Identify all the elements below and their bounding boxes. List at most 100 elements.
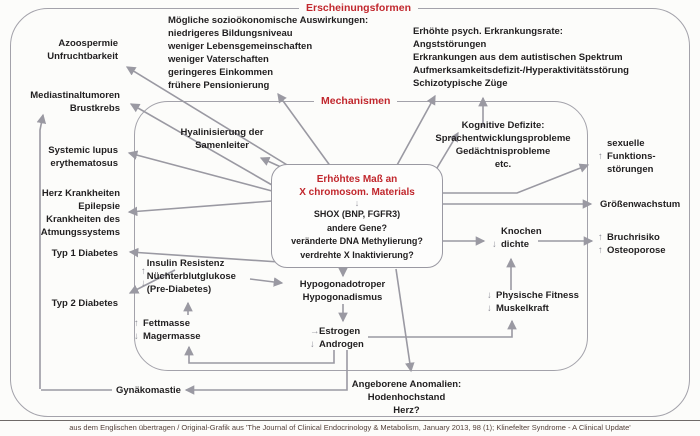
label-sexuelle-stoerungen: sexuelle ↑ Funktions- störungen bbox=[598, 137, 656, 176]
arrow-to-typ2-diabetes bbox=[128, 269, 176, 294]
arrow-insulin-to-hypogonadismus bbox=[249, 277, 284, 287]
label-line: Typ 2 Diabetes bbox=[51, 298, 118, 309]
label-line: Aufmerksamkeitsdefizit-/Hyperaktivitätss… bbox=[413, 65, 629, 76]
label-line: Hyalinisierung der bbox=[180, 127, 264, 138]
down-arrow-icon: ↓ bbox=[487, 290, 492, 301]
central-line-inaktivierung: verdrehte X Inaktivierung? bbox=[300, 249, 414, 260]
label-typ1-diabetes: Typ 1 Diabetes bbox=[26, 247, 118, 260]
label-line: Kognitive Defizite: bbox=[461, 120, 545, 131]
right-arrow-icon: → bbox=[310, 326, 320, 337]
arrow-estrogen-to-fettmasse bbox=[184, 345, 335, 364]
label-line: Hypogonadotroper bbox=[299, 279, 386, 290]
label-insulin-resistenz: ↑ ↓ Insulin Resistenz Nüchterblutglukose… bbox=[141, 257, 236, 296]
label-line: Herz? bbox=[393, 405, 420, 416]
label-line: weniger Vaterschaften bbox=[168, 54, 269, 65]
section-label-mechanismen: Mechanismen bbox=[314, 95, 398, 107]
up-arrow-icon: ↑ bbox=[598, 151, 603, 162]
label-line: Magermasse bbox=[143, 331, 201, 342]
label-mediastinaltumoren: Mediastinaltumoren Brustkrebs bbox=[16, 89, 120, 115]
central-title-line2: X chromosom. Materials bbox=[299, 186, 415, 198]
label-kognitive-defizite: Kognitive Defizite: Sprachentwicklungspr… bbox=[433, 119, 573, 171]
label-line: Osteoporose bbox=[607, 245, 666, 256]
label-line: Erkrankungen aus dem autistischen Spektr… bbox=[413, 52, 623, 63]
label-line: Herz Krankheiten bbox=[41, 188, 120, 199]
label-line: Erhöhte psych. Erkrankungsrate: bbox=[413, 26, 563, 37]
central-cause-box: Erhöhtes Maß an X chromosom. Materials ↓… bbox=[271, 164, 443, 268]
up-arrow-icon: ↑ bbox=[141, 266, 146, 277]
up-arrow-icon: ↑ bbox=[598, 232, 603, 243]
label-line: Estrogen bbox=[319, 326, 361, 337]
label-line: Brustkrebs bbox=[69, 103, 120, 114]
label-line: dichte bbox=[501, 239, 529, 250]
label-line: Insulin Resistenz bbox=[146, 258, 225, 269]
down-arrow-icon: ↓ bbox=[354, 198, 360, 208]
label-line: Atmungssystems bbox=[40, 227, 120, 238]
up-arrow-icon: ↑ bbox=[134, 318, 139, 329]
label-line: Samenleiter bbox=[195, 140, 249, 151]
down-arrow-icon: ↓ bbox=[141, 278, 146, 289]
up-arrow-icon: ↑ bbox=[598, 245, 603, 256]
label-line: Hodenhochstand bbox=[367, 392, 446, 403]
label-line: Androgen bbox=[319, 339, 364, 350]
label-hypogonadismus: Hypogonadotroper Hypogonadismus bbox=[290, 278, 395, 304]
label-line: geringeres Einkommen bbox=[168, 67, 274, 78]
label-line: frühere Pensionierung bbox=[168, 80, 270, 91]
label-typ2-diabetes: Typ 2 Diabetes bbox=[26, 297, 118, 310]
label-line: Schizotypische Züge bbox=[413, 78, 508, 89]
down-arrow-icon: ↓ bbox=[487, 303, 492, 314]
label-bruchrisiko: ↑ Bruchrisiko ↑ Osteoporose bbox=[598, 231, 666, 257]
arrow-estrogen-to-gynaekomastie bbox=[184, 350, 348, 395]
label-line: Hypogonadismus bbox=[302, 292, 383, 303]
label-physische-fitness: ↓ Physische Fitness ↓ Muskelkraft bbox=[487, 289, 579, 315]
central-line-methylierung: veränderte DNA Methylierung? bbox=[291, 236, 423, 246]
down-arrow-icon: ↓ bbox=[134, 331, 139, 342]
label-line: Funktions- bbox=[607, 151, 656, 162]
arrow-to-psych-1 bbox=[395, 94, 436, 168]
arrow-gynaekomastie-to-brustkrebs bbox=[36, 113, 47, 389]
label-line: Mediastinaltumoren bbox=[30, 90, 120, 101]
label-line: Systemic lupus bbox=[48, 145, 118, 156]
label-line: erythematosus bbox=[50, 158, 118, 169]
label-line: Azoospermie bbox=[58, 38, 118, 49]
central-line-gene: andere Gene? bbox=[326, 222, 388, 233]
arrow-estrogen-to-fitness bbox=[368, 319, 517, 338]
label-line: Angeborene Anomalien: bbox=[351, 379, 462, 390]
label-line: Unfruchtbarkeit bbox=[47, 51, 118, 62]
arrow-to-lupus bbox=[127, 150, 273, 192]
label-line: Gynäkomastie bbox=[116, 385, 181, 396]
label-line: Sprachentwicklungsprobleme bbox=[435, 133, 571, 144]
label-line: Physische Fitness bbox=[496, 290, 579, 301]
label-groessenwachstum: Größenwachstum bbox=[600, 198, 680, 211]
label-line: Krankheiten des bbox=[46, 214, 120, 225]
section-label-erscheinungsformen: Erscheinungsformen bbox=[299, 2, 419, 14]
arrow-to-kognitive-defizite bbox=[433, 131, 459, 174]
label-azoospermie: Azoospermie Unfruchtbarkeit bbox=[26, 37, 118, 63]
label-line: Nüchterblutglukose bbox=[146, 271, 236, 282]
arrow-to-socioeconomic bbox=[277, 92, 332, 168]
label-line: störungen bbox=[607, 164, 654, 175]
updown-arrow-icons: ↑ ↓ bbox=[141, 257, 147, 296]
central-line-shox: SHOX (BNP, FGFR3) bbox=[313, 209, 401, 219]
label-line: Typ 1 Diabetes bbox=[51, 248, 118, 259]
arrow-to-azoospermie bbox=[125, 66, 298, 172]
arrow-to-angeborene-anomalien bbox=[395, 268, 415, 373]
label-line: sexuelle bbox=[607, 138, 645, 149]
label-psych-erkrankungen: Erhöhte psych. Erkrankungsrate: Angststö… bbox=[413, 25, 629, 90]
label-line: Epilepsie bbox=[78, 201, 120, 212]
label-hyalinisierung: Hyalinisierung der Samenleiter bbox=[172, 126, 272, 152]
label-socioeconomic: Mögliche sozioökonomische Auswirkungen: … bbox=[168, 14, 368, 92]
label-line: weniger Lebensgemeinschaften bbox=[168, 41, 313, 52]
label-line: Fettmasse bbox=[143, 318, 190, 329]
label-line: Angststörungen bbox=[413, 39, 487, 50]
label-line: etc. bbox=[494, 159, 512, 170]
label-line: niedrigeres Bildungsniveau bbox=[168, 28, 293, 39]
label-lupus: Systemic lupus erythematosus bbox=[26, 144, 118, 170]
down-arrow-icon: ↓ bbox=[310, 339, 315, 350]
arrow-to-typ1-diabetes bbox=[128, 247, 280, 263]
label-line: Muskelkraft bbox=[496, 303, 549, 314]
arrow-to-mediastinaltumoren bbox=[129, 103, 273, 186]
label-line: Mögliche sozioökonomische Auswirkungen: bbox=[168, 15, 369, 26]
label-line: (Pre-Diabetes) bbox=[146, 284, 212, 295]
label-herz-krankheiten: Herz Krankheiten Epilepsie Krankheiten d… bbox=[16, 187, 120, 239]
